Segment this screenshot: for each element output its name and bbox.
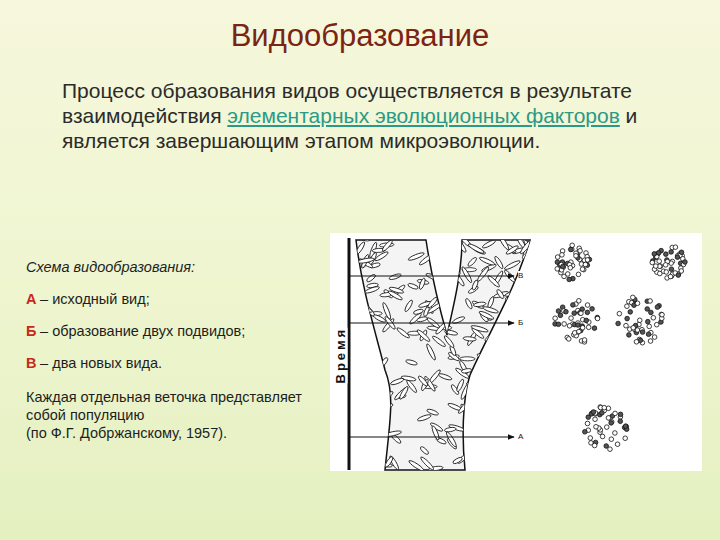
population-tree [356,240,530,470]
label-text: В [518,271,523,280]
label-text: элементарных эволюционных факторов [227,104,620,127]
label-text: А [26,291,36,307]
label-text: (по Ф.Г. Добржанскому, 1957). [26,424,322,442]
legend-line: Схема видообразования: [26,258,322,276]
label-text: Каждая отдельная веточка представляет со… [26,389,302,423]
legend-line: А– исходный вид; [26,290,322,308]
level-label: А [518,432,523,441]
label-text: – образование двух подвидов; [40,323,245,339]
population-branches [344,233,542,474]
label-text: Схема видообразования: [26,259,195,275]
slide-title: Видообразование [0,18,720,54]
label-text: Б [26,323,36,339]
label-text: – два новых вида. [40,355,162,371]
figure-ground [330,233,702,471]
label-text: – исходный вид; [40,291,150,307]
label-text: Б [518,318,523,327]
legend-line: В– два новых вида. [26,354,322,372]
level-arrow [349,323,514,324]
level-label: Б [518,318,523,327]
level-arrow [349,276,514,277]
label-text: А [518,432,523,441]
legend-line: Б– образование двух подвидов; [26,322,322,340]
level-label: В [518,271,523,280]
note-text: Каждая отдельная веточка представляет со… [26,388,326,442]
time-axis [348,238,351,470]
label-text: В [26,355,36,371]
population-clusters [553,243,687,451]
axis-label: Время [333,328,348,384]
intro-paragraph: Процесс образования видов осуществляется… [62,78,652,153]
title-text: Видообразование [231,18,490,53]
level-arrow [349,437,514,438]
label-text: Время [333,327,348,384]
